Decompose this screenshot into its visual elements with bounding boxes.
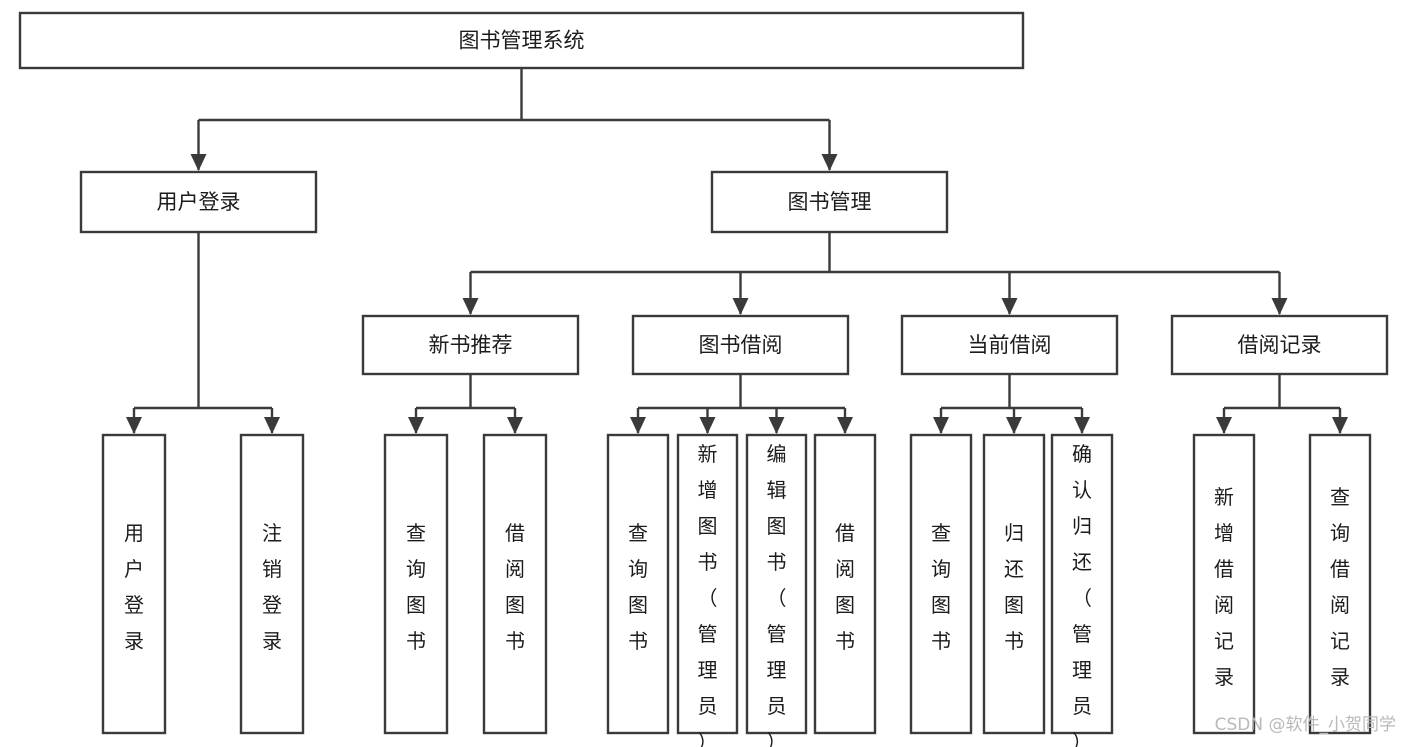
node-label-leaf-logout: 注销登录	[262, 521, 282, 653]
arrow-head-icon	[1216, 417, 1232, 434]
node-leaf-borrow-book-recommend[interactable]: 借阅图书	[482, 433, 548, 735]
arrow-head-icon	[933, 417, 949, 434]
node-label-leaf-query-book-current: 查询图书	[931, 521, 951, 653]
node-leaf-add-book-admin[interactable]: 新增图书（管理员）	[676, 433, 739, 747]
arrow-head-icon	[1001, 298, 1018, 315]
node-leaf-add-borrow-record[interactable]: 新增借阅记录	[1192, 433, 1256, 735]
node-box-leaf-query-book-recommend	[383, 433, 449, 735]
node-box-leaf-confirm-return-admin	[1050, 433, 1114, 735]
arrow-head-icon	[1271, 298, 1288, 315]
arrow-head-icon	[462, 298, 479, 315]
node-user-login[interactable]: 用户登录	[79, 170, 318, 234]
arrow-head-icon	[732, 298, 749, 315]
node-label-leaf-edit-book-admin: 编辑图书（管理员）	[767, 442, 787, 747]
node-label-leaf-return-book: 归还图书	[1004, 521, 1024, 653]
node-label-leaf-borrow-book: 借阅图书	[835, 521, 855, 653]
node-label-leaf-confirm-return-admin: 确认归还（管理员）	[1072, 442, 1092, 747]
node-box-leaf-query-borrow-record	[1308, 433, 1372, 735]
arrow-head-icon	[190, 154, 207, 171]
connector-lines-group	[126, 68, 1348, 434]
node-label-user-login: 用户登录	[157, 190, 241, 214]
node-label-leaf-query-book-borrow: 查询图书	[628, 521, 648, 653]
node-leaf-borrow-book[interactable]: 借阅图书	[813, 433, 877, 735]
node-box-leaf-add-borrow-record	[1192, 433, 1256, 735]
node-box-new-book-recommend	[361, 314, 580, 376]
node-current-borrow[interactable]: 当前借阅	[900, 314, 1119, 376]
node-label-book-borrow: 图书借阅	[699, 333, 783, 357]
arrow-head-icon	[768, 417, 785, 434]
node-leaf-user-login[interactable]: 用户登录	[101, 433, 167, 735]
node-label-leaf-borrow-book-recommend: 借阅图书	[505, 521, 525, 653]
node-leaf-query-borrow-record[interactable]: 查询借阅记录	[1308, 433, 1372, 735]
node-leaf-query-book-recommend[interactable]: 查询图书	[383, 433, 449, 735]
node-box-leaf-add-book-admin	[676, 433, 739, 735]
arrow-head-icon	[821, 154, 838, 171]
arrow-head-icon	[264, 417, 280, 434]
node-box-leaf-user-login	[101, 433, 167, 735]
node-label-book-management: 图书管理	[788, 190, 872, 214]
node-label-current-borrow: 当前借阅	[968, 333, 1052, 357]
node-leaf-query-book-borrow[interactable]: 查询图书	[606, 433, 670, 735]
node-box-current-borrow	[900, 314, 1119, 376]
arrow-head-icon	[1332, 417, 1348, 434]
node-label-borrow-record: 借阅记录	[1238, 333, 1322, 357]
node-label-leaf-add-borrow-record: 新增借阅记录	[1214, 485, 1234, 689]
csdn-watermark: CSDN @软件_小贺同学	[1215, 715, 1396, 735]
node-new-book-recommend[interactable]: 新书推荐	[361, 314, 580, 376]
node-borrow-record[interactable]: 借阅记录	[1170, 314, 1389, 376]
node-box-leaf-query-book-current	[909, 433, 973, 735]
node-box-leaf-borrow-book-recommend	[482, 433, 548, 735]
arrow-head-icon	[630, 417, 646, 434]
node-label-leaf-query-book-recommend: 查询图书	[406, 521, 426, 653]
node-box-leaf-edit-book-admin	[745, 433, 808, 735]
node-leaf-confirm-return-admin[interactable]: 确认归还（管理员）	[1050, 433, 1114, 747]
node-leaf-query-book-current[interactable]: 查询图书	[909, 433, 973, 735]
node-label-leaf-user-login: 用户登录	[124, 521, 144, 653]
node-label-root: 图书管理系统	[459, 29, 585, 53]
arrow-head-icon	[126, 417, 142, 434]
node-box-borrow-record	[1170, 314, 1389, 376]
node-box-leaf-logout	[239, 433, 305, 735]
arrow-head-icon	[1074, 417, 1090, 434]
arrow-head-icon	[837, 417, 853, 434]
node-leaf-edit-book-admin[interactable]: 编辑图书（管理员）	[745, 433, 808, 747]
node-label-leaf-query-borrow-record: 查询借阅记录	[1330, 485, 1350, 689]
node-book-management[interactable]: 图书管理	[710, 170, 949, 234]
node-box-leaf-borrow-book	[813, 433, 877, 735]
node-boxes-group: 图书管理系统用户登录图书管理新书推荐图书借阅当前借阅借阅记录用户登录注销登录查询…	[18, 11, 1389, 747]
node-box-book-borrow	[631, 314, 850, 376]
arrow-head-icon	[507, 417, 523, 434]
arrow-head-icon	[699, 417, 716, 434]
node-leaf-logout[interactable]: 注销登录	[239, 433, 305, 735]
node-book-borrow[interactable]: 图书借阅	[631, 314, 850, 376]
arrow-head-icon	[1006, 417, 1022, 434]
node-label-leaf-add-book-admin: 新增图书（管理员）	[698, 442, 718, 747]
node-box-leaf-query-book-borrow	[606, 433, 670, 735]
node-box-root	[18, 11, 1025, 70]
node-box-user-login	[79, 170, 318, 234]
node-box-book-management	[710, 170, 949, 234]
arrow-head-icon	[408, 417, 424, 434]
node-label-new-book-recommend: 新书推荐	[429, 333, 513, 357]
node-leaf-return-book[interactable]: 归还图书	[982, 433, 1046, 735]
node-box-leaf-return-book	[982, 433, 1046, 735]
node-root[interactable]: 图书管理系统	[18, 11, 1025, 70]
